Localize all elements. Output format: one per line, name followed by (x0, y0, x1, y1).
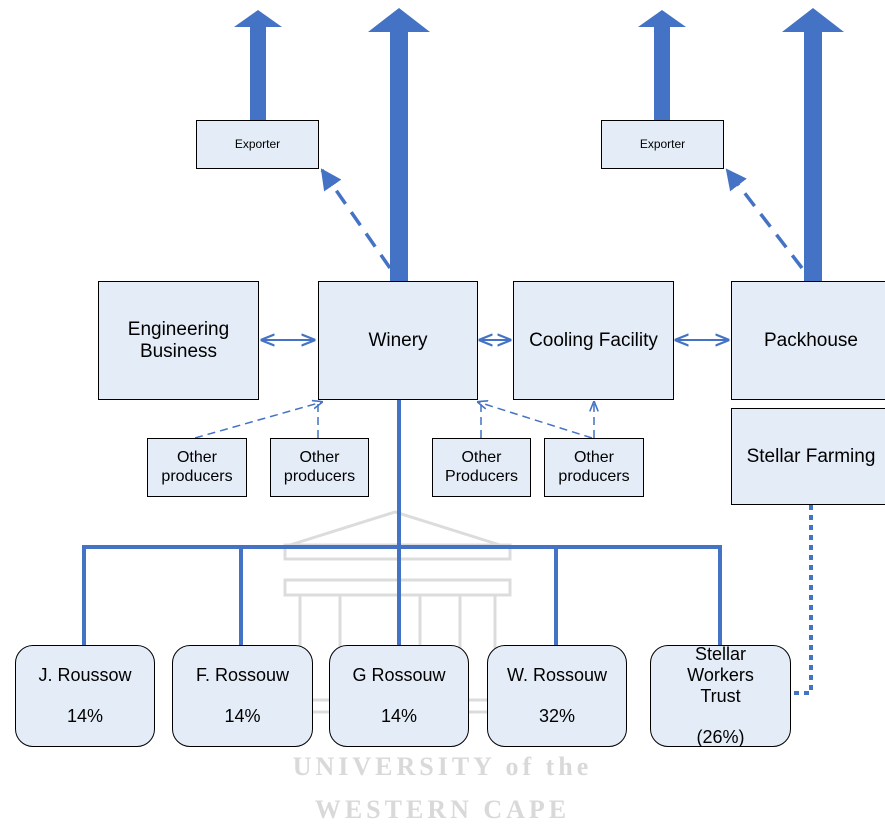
export-arrow-left-exporter (234, 10, 282, 120)
owner-box-f-rossouw: F. Rossouw 14% (172, 645, 313, 747)
owner-name: Stellar Workers Trust (687, 644, 754, 706)
dashed-link-producers-4 (478, 402, 593, 439)
export-arrow-right-exporter (638, 10, 686, 120)
owner-box-stellar-workers-trust: Stellar Workers Trust (26%) (650, 644, 791, 748)
dashed-link-producers-1 (194, 402, 322, 439)
other-producers-box-3: Other Producers (432, 438, 531, 497)
owner-share: 14% (224, 706, 261, 727)
owner-name: W. Rossouw (506, 664, 608, 685)
watermark-text-line2: WESTERN CAPE (314, 795, 571, 824)
dashed-arrow-winery-exporter (320, 168, 392, 269)
other-producers-box-2: Other producers (270, 438, 369, 497)
owner-name: J. Roussow (38, 664, 132, 685)
owner-name: F. Rossouw (195, 664, 290, 685)
owner-share: 14% (380, 706, 417, 727)
winery-box: Winery (318, 281, 478, 400)
owner-share: 14% (66, 706, 103, 727)
other-producers-box-4: Other producers (544, 438, 644, 497)
stellar-farming-box: Stellar Farming (731, 408, 885, 505)
owner-box-w-rossouw: W. Rossouw 32% (487, 645, 627, 747)
packhouse-box: Packhouse (731, 281, 885, 400)
owner-box-g-rossouw: G Rossouw 14% (329, 645, 469, 747)
export-arrow-packhouse (782, 8, 844, 282)
cooling-facility-box: Cooling Facility (513, 281, 674, 400)
owner-share: (26%) (696, 727, 745, 748)
other-producers-box-1: Other producers (147, 438, 247, 497)
dashed-arrow-packhouse-exporter (725, 168, 804, 270)
export-arrow-winery (368, 8, 430, 282)
exporter-box-left: Exporter (196, 120, 319, 169)
dotted-link-farming-trust (792, 505, 813, 695)
watermark-text-line1: UNIVERSITY of the (292, 752, 593, 781)
owner-share: 32% (538, 706, 576, 727)
owner-box-j-roussow: J. Roussow 14% (15, 645, 155, 747)
owner-name: G Rossouw (352, 664, 446, 685)
exporter-box-right: Exporter (601, 120, 724, 169)
engineering-business-box: Engineering Business (98, 281, 259, 400)
